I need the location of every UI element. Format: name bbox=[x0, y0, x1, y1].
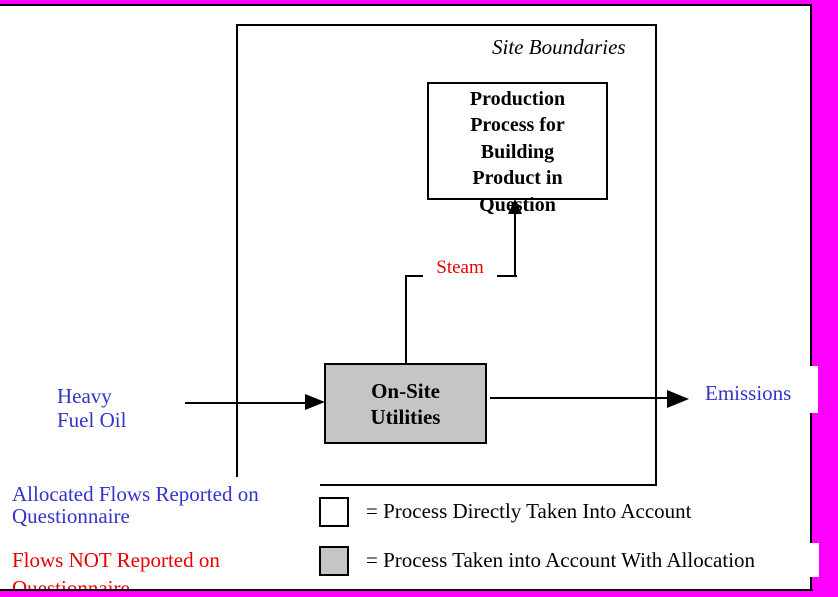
site-boundaries-label: Site Boundaries bbox=[492, 35, 626, 59]
frame-right-line bbox=[810, 4, 812, 591]
frame-bottom-line bbox=[0, 589, 813, 591]
frame-notch-emissions bbox=[810, 366, 818, 413]
emissions-arrow-line bbox=[490, 397, 669, 399]
production-line-1: Production bbox=[469, 88, 566, 110]
not-reported-note-line-1: Flows NOT Reported on bbox=[12, 548, 220, 572]
heavy-fuel-arrowhead-icon bbox=[305, 394, 325, 410]
frame-right-strip bbox=[812, 0, 838, 597]
steam-label: Steam bbox=[423, 256, 497, 280]
utilities-line-1: On-Site bbox=[371, 378, 440, 403]
frame-notch-legend bbox=[810, 543, 819, 577]
emissions-arrowhead-icon bbox=[667, 390, 689, 408]
steam-arrowhead-icon bbox=[508, 199, 522, 214]
frame-top-line bbox=[0, 4, 813, 6]
legend-label-allocated: = Process Taken into Account With Alloca… bbox=[366, 548, 756, 572]
site-boundary-bottom-line bbox=[320, 484, 657, 486]
site-boundary-left-line bbox=[236, 24, 238, 477]
site-boundary-right-line bbox=[655, 24, 657, 486]
legend-swatch-allocated bbox=[319, 546, 349, 576]
heavy-fuel-line-1: Heavy bbox=[57, 384, 112, 408]
heavy-fuel-arrow-line bbox=[185, 402, 309, 404]
allocated-flows-note-line-1: Allocated Flows Reported on bbox=[12, 482, 259, 506]
production-line-3: Building bbox=[480, 140, 555, 163]
utilities-line-2: Utilities bbox=[370, 404, 441, 429]
site-boundary-top-line bbox=[236, 24, 657, 26]
allocated-flows-note: Allocated Flows Reported on Questionnair… bbox=[12, 483, 259, 527]
frame-bottom-strip bbox=[0, 591, 838, 597]
production-line-4: Product in bbox=[472, 167, 563, 190]
allocated-flows-note-line-2: Questionnaire bbox=[12, 504, 130, 528]
heavy-fuel-line-2: Fuel Oil bbox=[57, 408, 127, 432]
emissions-label: Emissions bbox=[705, 381, 792, 405]
steam-line-vertical-to-production bbox=[514, 213, 516, 277]
frame-top-strip bbox=[0, 0, 838, 4]
legend-swatch-direct bbox=[319, 497, 349, 527]
production-process-text: Production Process for Building Product … bbox=[429, 84, 606, 218]
production-process-box: Production Process for Building Product … bbox=[427, 82, 608, 216]
on-site-utilities-box: On-Site Utilities bbox=[324, 363, 487, 444]
steam-line-vertical-from-utilities bbox=[405, 276, 407, 366]
heavy-fuel-oil-label: Heavy Fuel Oil bbox=[57, 384, 126, 432]
production-line-2: Process for bbox=[470, 114, 565, 137]
legend-label-direct: = Process Directly Taken Into Account bbox=[366, 499, 692, 523]
